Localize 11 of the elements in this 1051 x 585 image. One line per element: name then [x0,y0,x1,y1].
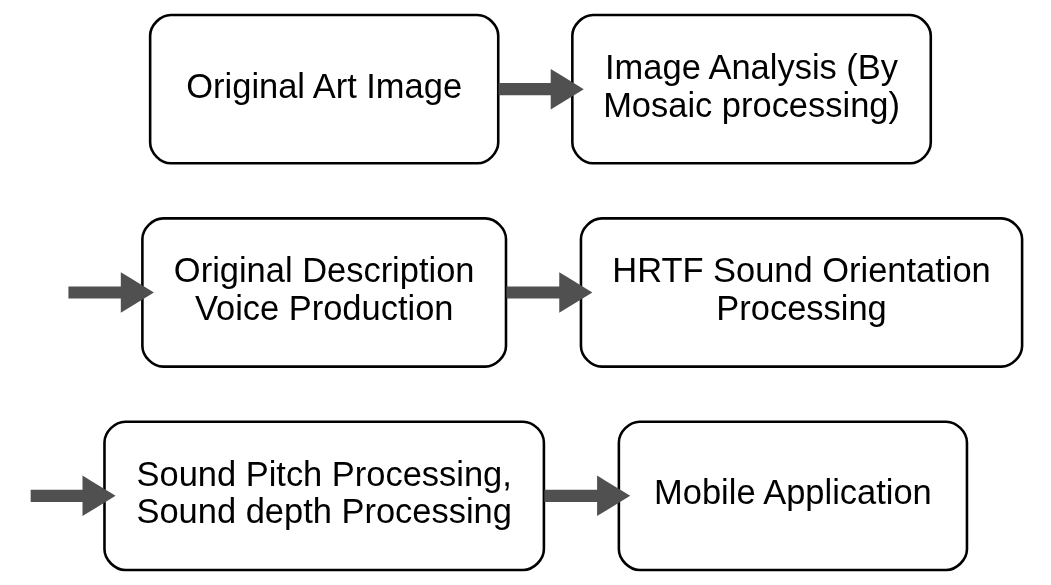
arrow [498,68,584,110]
arrow [68,272,154,313]
node-box: Original Description Voice Production [141,217,508,368]
arrow [506,272,593,313]
node-box: Sound Pitch Processing, Sound depth Processing [103,420,546,572]
node-box: HRTF Sound Orientation Processing [579,217,1024,368]
arrow [30,475,116,517]
node-box: Mobile Application [617,420,969,572]
arrow [544,475,631,517]
node-box: Image Analysis (By Mosaic processing) [571,13,933,165]
node-box: Original Art Image [148,13,500,165]
